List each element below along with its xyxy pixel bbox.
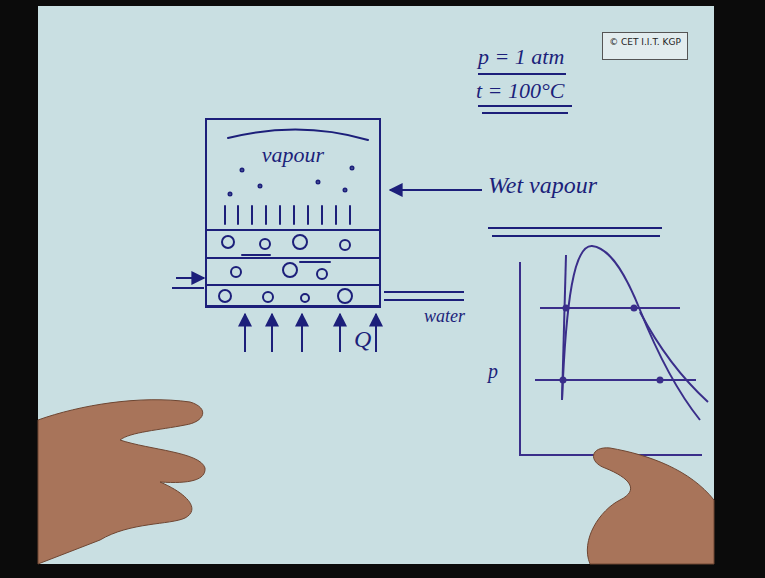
vessel-contents-part bbox=[317, 269, 327, 279]
vessel-contents-part bbox=[228, 129, 368, 140]
vessel-contents-part bbox=[219, 290, 231, 302]
node-text: vapour bbox=[213, 142, 373, 168]
underlines-part bbox=[478, 73, 566, 75]
heat-arrows-part bbox=[244, 314, 246, 352]
label-text: p = 1 atm bbox=[478, 44, 564, 70]
hands-part bbox=[587, 448, 714, 564]
vessel-contents-part bbox=[259, 185, 262, 188]
hands-part bbox=[38, 400, 205, 564]
phase-diagram-part bbox=[540, 307, 680, 309]
vessel-contents-part bbox=[338, 289, 352, 303]
vessel-contents-part bbox=[283, 263, 297, 277]
label-text: Wet vapour bbox=[488, 172, 597, 199]
leader-lines-part bbox=[172, 287, 204, 289]
water-label: water bbox=[424, 306, 465, 327]
vessel-contents-part bbox=[242, 255, 330, 262]
phase-diagram-part bbox=[658, 378, 663, 383]
leader-lines bbox=[172, 190, 482, 300]
heat-arrows-part bbox=[271, 314, 273, 352]
heat-arrows-part bbox=[301, 314, 303, 352]
hands bbox=[38, 400, 714, 564]
vessel-contents-part bbox=[222, 236, 234, 248]
label-text: water bbox=[424, 306, 465, 327]
state-label: Wet vapour bbox=[488, 172, 597, 199]
logo-box: © CET I.I.T. KGP bbox=[602, 32, 688, 60]
label-text: t = 100°C bbox=[476, 78, 564, 104]
leader-lines-part bbox=[384, 292, 464, 300]
heat-arrows-part bbox=[339, 314, 341, 352]
label-text: p bbox=[488, 360, 498, 383]
phase-diagram-part bbox=[640, 312, 708, 402]
phase-diagram-part bbox=[564, 306, 569, 311]
vessel-contents-part bbox=[344, 189, 347, 192]
pressure-note: p = 1 atm bbox=[478, 44, 564, 70]
vessel: vapour bbox=[205, 118, 381, 308]
vessel-contents-part bbox=[351, 167, 354, 170]
node-text: © CET I.I.T. KGP bbox=[609, 37, 681, 47]
vessel-contents-part bbox=[340, 240, 350, 250]
phase-diagram bbox=[520, 246, 708, 455]
vessel-contents-part bbox=[293, 235, 307, 249]
phase-diagram-part bbox=[535, 379, 696, 381]
underlines-part bbox=[478, 106, 572, 113]
vessel-contents-part bbox=[260, 239, 270, 249]
vessel-contents bbox=[206, 129, 380, 303]
vessel-contents-part bbox=[231, 267, 241, 277]
leader-lines-part bbox=[390, 189, 482, 191]
vessel-contents-part bbox=[225, 206, 350, 224]
vessel-contents-part bbox=[263, 292, 273, 302]
axis-label: p bbox=[488, 360, 498, 383]
phase-diagram-part bbox=[561, 378, 566, 383]
phase-diagram-part bbox=[562, 246, 700, 420]
heat-arrows-part bbox=[375, 314, 377, 352]
temperature-note: t = 100°C bbox=[476, 78, 564, 104]
phase-diagram-part bbox=[632, 306, 637, 311]
vessel-contents-part bbox=[317, 181, 320, 184]
heat-arrows bbox=[245, 314, 376, 352]
paper-sheet bbox=[38, 6, 714, 564]
vessel-contents-part bbox=[229, 193, 232, 196]
leader-lines-part bbox=[176, 277, 204, 279]
vessel-contents-part bbox=[206, 230, 380, 285]
label-text: Q bbox=[354, 326, 371, 353]
heat-label: Q bbox=[354, 326, 371, 353]
vessel-contents-part bbox=[301, 294, 309, 302]
underlines-part bbox=[488, 228, 662, 236]
phase-diagram-part bbox=[520, 262, 702, 455]
vessel-contents-part bbox=[241, 169, 244, 172]
